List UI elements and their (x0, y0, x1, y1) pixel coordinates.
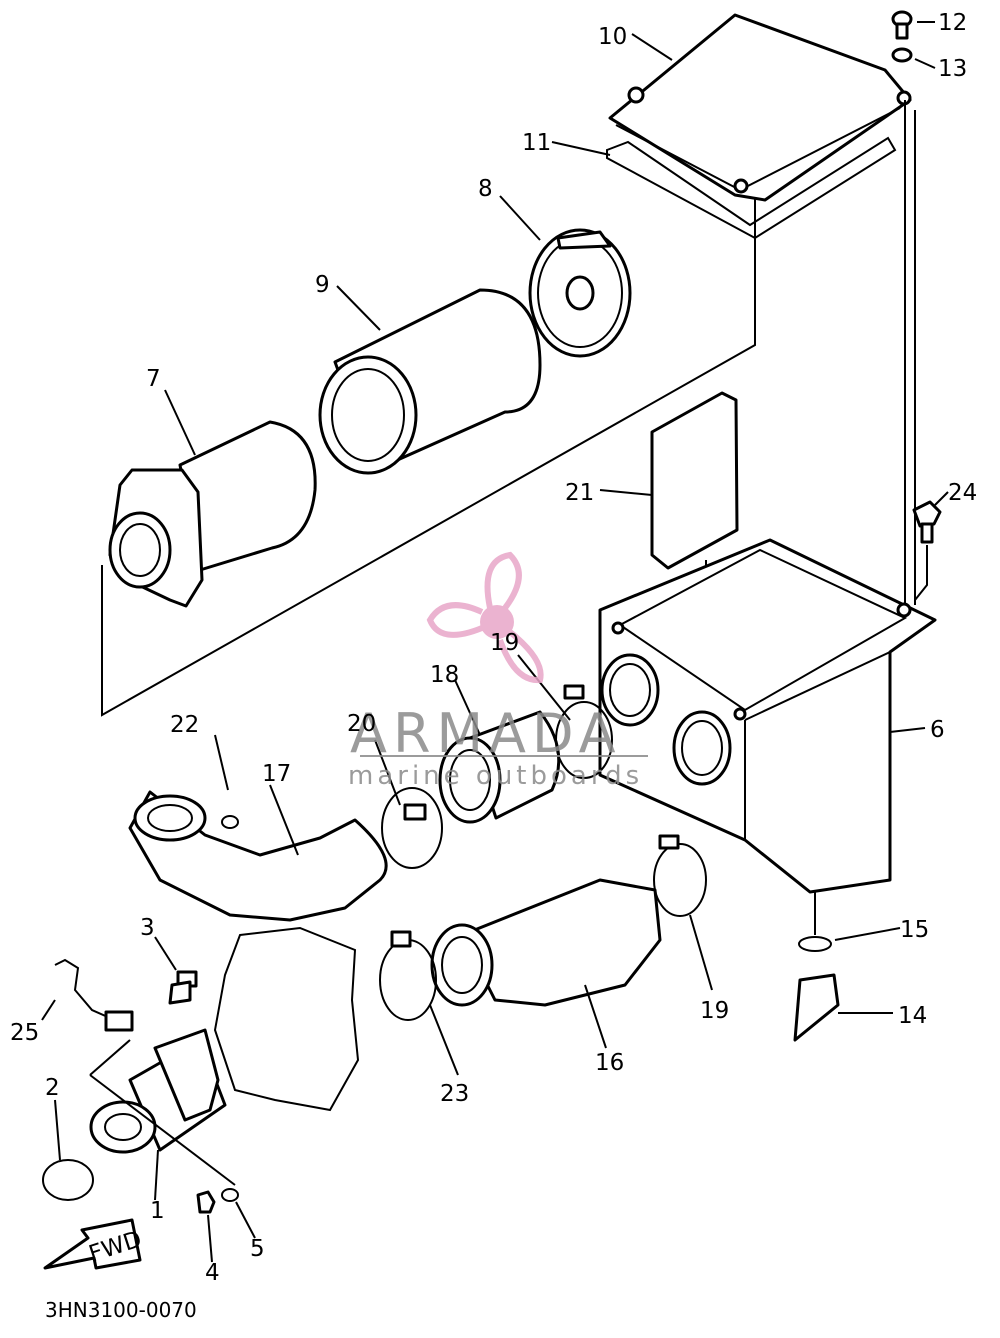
mount-bolt (168, 970, 198, 1005)
washer (891, 47, 913, 63)
callout-23: 23 (440, 1081, 469, 1107)
nut (196, 1190, 216, 1214)
joint-clamp-right (653, 834, 707, 917)
callout-2: 2 (45, 1075, 60, 1101)
joint-clamp-upper (555, 684, 613, 779)
propeller-blade-right (497, 629, 544, 684)
callouts: 1 2 3 4 5 6 7 8 9 10 11 12 13 14 15 16 1… (10, 10, 977, 1286)
airbox-cover (608, 13, 912, 202)
propeller-hub (480, 605, 514, 639)
forward-arrow: FWD (43, 1218, 145, 1270)
watermark-tagline: marine outboards (348, 761, 643, 791)
callout-7: 7 (146, 366, 161, 392)
inner-filter-element (108, 420, 317, 608)
callout-6: 6 (930, 717, 945, 743)
propeller-blade-top (484, 551, 522, 610)
callout-17: 17 (262, 761, 291, 787)
joint-clamp-lower (381, 787, 443, 869)
callout-20: 20 (347, 711, 376, 737)
callout-9: 9 (315, 272, 330, 298)
callout-13: 13 (938, 56, 967, 82)
cover-bolt (891, 10, 913, 40)
callout-18: 18 (430, 662, 459, 688)
diagram-code: 3HN3100-0070 (45, 1298, 197, 1322)
air-box (598, 538, 937, 894)
callout-14: 14 (898, 1003, 927, 1029)
filter-group-outline (101, 195, 756, 717)
callout-12: 12 (938, 10, 967, 36)
lock-washer (221, 1188, 239, 1202)
watermark-logo: ARMADA marine outboards (348, 551, 648, 791)
callout-10: 10 (598, 24, 627, 50)
callout-15: 15 (900, 917, 929, 943)
callout-4: 4 (205, 1260, 220, 1286)
drain-clamp (798, 936, 832, 952)
airbox-bolt (912, 500, 942, 544)
callout-5: 5 (250, 1236, 265, 1262)
filter-cap (528, 228, 632, 358)
sensor-harness (54, 958, 134, 1032)
intake-hose (128, 790, 388, 922)
outer-filter-element (318, 288, 542, 475)
callout-25: 25 (10, 1020, 39, 1046)
carburetor-joint (430, 878, 662, 1007)
callout-21: 21 (565, 480, 594, 506)
callout-1: 1 (150, 1198, 165, 1224)
callout-8: 8 (478, 176, 493, 202)
drain-cap (793, 973, 840, 1042)
callout-24: 24 (948, 480, 977, 506)
engine-silhouette (213, 926, 360, 1112)
hose-clip (221, 815, 239, 829)
cover-seal (606, 136, 897, 240)
callout-19-lower: 19 (700, 998, 729, 1024)
propeller-blade-left (426, 602, 484, 638)
watermark-brand: ARMADA (350, 702, 622, 765)
filter-plate (650, 391, 739, 570)
callout-22: 22 (170, 712, 199, 738)
o-ring (42, 1159, 94, 1201)
callout-19-upper: 19 (490, 630, 519, 656)
joint-clamp-left (379, 930, 437, 1021)
callout-16: 16 (595, 1050, 624, 1076)
callout-3: 3 (140, 915, 155, 941)
leader-lines (41, 21, 949, 1263)
callout-11: 11 (522, 130, 551, 156)
